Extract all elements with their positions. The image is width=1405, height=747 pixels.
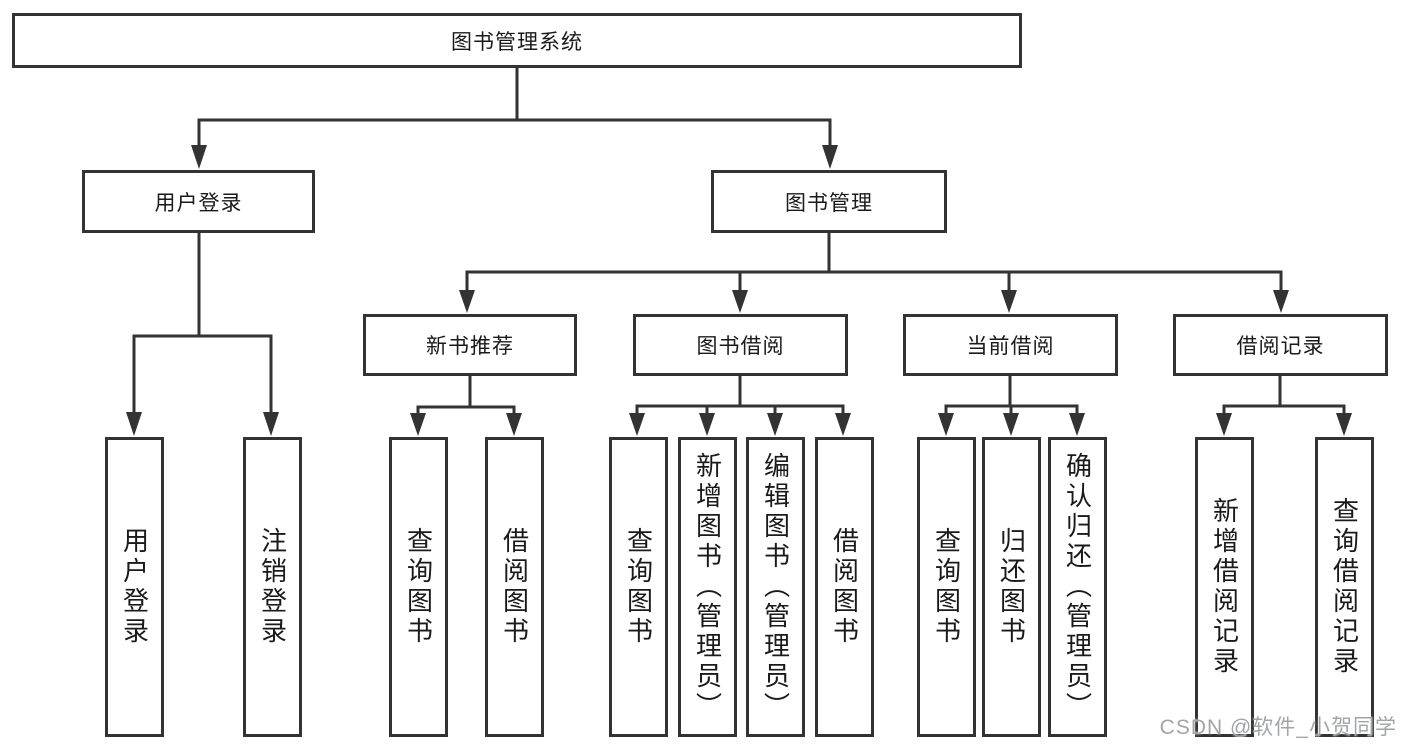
node-current-borrowing: 当前借阅: [903, 314, 1118, 376]
node-new-book-recommend: 新书推荐: [363, 314, 577, 376]
node-book-management: 图书管理: [711, 170, 947, 233]
node-user-login: 用户登录: [82, 170, 315, 233]
leaf-query-books-recommend: 查询图书: [389, 437, 448, 737]
node-book-borrowing: 图书借阅: [633, 314, 848, 376]
leaf-borrow-books-borrowing: 借阅图书: [815, 437, 874, 737]
arrowheads: [126, 145, 1352, 436]
leaf-query-books-current: 查询图书: [917, 437, 976, 737]
leaf-borrow-books-recommend: 借阅图书: [485, 437, 544, 737]
csdn-watermark: CSDN @软件_小贺同学: [1159, 716, 1397, 739]
leaf-confirm-return-admin: 确认归还（管理员）: [1048, 437, 1107, 737]
leaf-query-books-borrowing: 查询图书: [609, 437, 668, 737]
node-library-system: 图书管理系统: [12, 13, 1022, 68]
leaf-add-books-admin: 新增图书（管理员）: [678, 437, 737, 737]
leaf-edit-books-admin: 编辑图书（管理员）: [746, 437, 805, 737]
leaf-user-login: 用户登录: [105, 437, 164, 737]
node-borrowing-records: 借阅记录: [1173, 314, 1388, 376]
leaf-query-borrow-record: 查询借阅记录: [1315, 437, 1374, 737]
leaf-logout: 注销登录: [243, 437, 302, 737]
leaf-add-borrow-record: 新增借阅记录: [1195, 437, 1254, 737]
leaf-return-books: 归还图书: [982, 437, 1041, 737]
